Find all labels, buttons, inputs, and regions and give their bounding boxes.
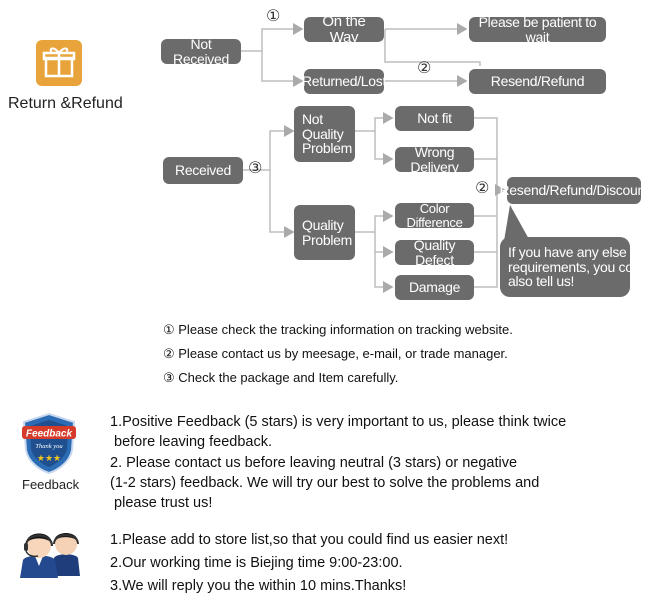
badge-text: Feedback	[26, 429, 73, 440]
feedback-line-5: please trust us!	[110, 495, 213, 511]
contact-line-2: 2.Our working time is Biejing time 9:00-…	[110, 555, 403, 571]
svg-text:★★★: ★★★	[37, 454, 61, 464]
marker-2b: ②	[475, 178, 490, 197]
received-box: Received	[163, 157, 243, 184]
damage-box: Damage	[395, 275, 474, 300]
color-difference-box: Color Difference	[395, 202, 474, 229]
feedback-line-4: (1-2 stars) feedback. We will try our be…	[110, 475, 540, 491]
quality-defect-box: Quality Defect	[395, 237, 474, 267]
note-3: ③ Check the package and Item carefully.	[163, 370, 399, 385]
feedback-label: Feedback	[22, 477, 80, 492]
any-else-bubble: If you have any else requirements, you c…	[500, 237, 649, 297]
contact-line-3: 3.We will reply you the within 10 mins.T…	[110, 578, 407, 594]
feedback-line-3: 2. Please contact us before leaving neut…	[110, 455, 518, 471]
not-quality-problem-box: Not Quality Problem	[294, 106, 355, 162]
speech-bubble-tail-icon	[504, 205, 530, 241]
contact-line-1: 1.Please add to store list,so that you c…	[110, 532, 509, 548]
feedback-badge-icon: Feedback Thank you ★★★	[22, 412, 76, 474]
marker-3: ③	[248, 158, 263, 177]
gift-box-icon	[36, 40, 82, 86]
be-patient-box: Please be patient to wait	[469, 14, 606, 44]
not-fit-box: Not fit	[395, 106, 474, 131]
badge-sub: Thank you	[35, 443, 63, 450]
marker-1: ①	[266, 6, 281, 25]
note-2: ② Please contact us by meesage, e-mail, …	[163, 346, 508, 361]
on-the-way-box: On the Way	[304, 13, 384, 45]
quality-problem-box: Quality Problem	[294, 205, 355, 260]
wrong-delivery-box: Wrong Delivery	[395, 144, 474, 174]
resend-refund-box: Resend/Refund	[469, 69, 606, 94]
resend-refund-discount-box: Resend/Refund/Discount	[499, 177, 649, 204]
note-1: ① Please check the tracking information …	[163, 322, 513, 337]
feedback-line-1: 1.Positive Feedback (5 stars) is very im…	[110, 414, 567, 430]
marker-2a: ②	[417, 58, 432, 77]
customer-service-agents-icon	[20, 533, 80, 578]
flow-connectors	[240, 23, 506, 293]
feedback-line-2: before leaving feedback.	[110, 434, 273, 450]
return-refund-title: Return &Refund	[8, 95, 123, 112]
returned-lost-box: Returned/Lost	[302, 69, 386, 94]
not-received-box: Not Received	[161, 36, 241, 66]
